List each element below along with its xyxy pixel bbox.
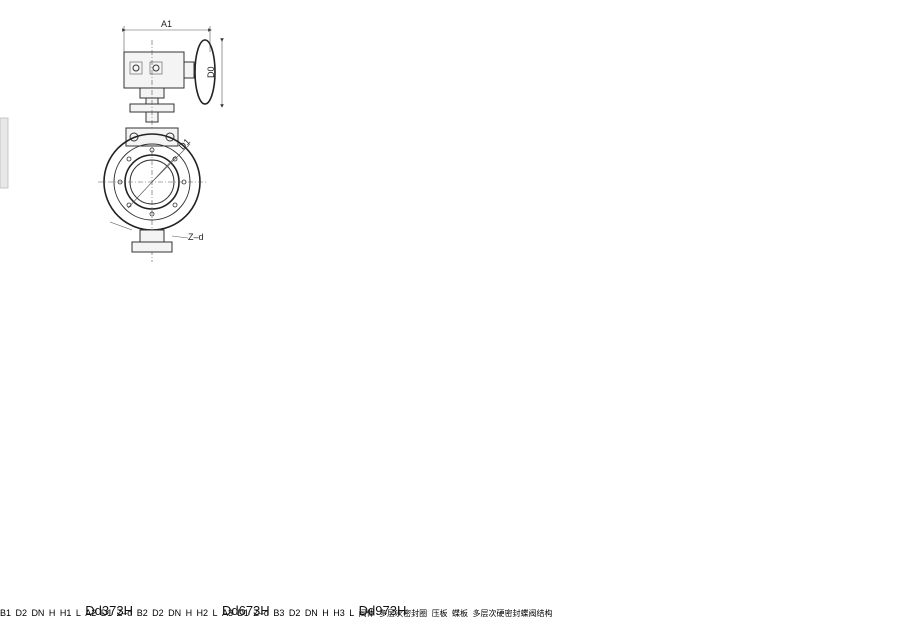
edge-artifact — [0, 117, 9, 189]
dd973h-side-view: B3 D2 DN H H3 L — [273, 603, 358, 620]
dd373h-side-view: B1 D2 DN H H1 L — [0, 603, 85, 620]
label-pressure-plate: 压板 — [431, 609, 448, 618]
dim-b2: B2 — [136, 608, 148, 618]
dim-h3: H3 — [333, 608, 345, 618]
dim-d2-a: D2 — [15, 608, 27, 618]
dim-d2-c: D2 — [288, 608, 301, 618]
dim-d1-a: D1 — [177, 136, 192, 151]
dim-l-a: L — [75, 608, 81, 618]
dim-d2-b: D2 — [152, 608, 164, 618]
dim-h-c: H — [322, 608, 329, 618]
dim-h1: H1 — [59, 608, 72, 618]
dim-d0: D0 — [206, 66, 216, 78]
model-label-dd973h: Dd973H — [358, 603, 407, 618]
dim-l-b: L — [212, 608, 218, 618]
dim-h-a: H — [48, 608, 56, 618]
dim-b1: B1 — [0, 608, 12, 618]
dim-l-c: L — [349, 608, 355, 618]
dim-h2: H2 — [196, 608, 209, 618]
dim-b3: B3 — [273, 608, 285, 618]
valve-drawing-sheet: A1 D0 — [0, 19, 552, 618]
dd373h-front-view: A1 D0 — [98, 19, 224, 262]
dim-dn-a: DN — [31, 608, 45, 618]
dim-zd-a: Z–d — [188, 232, 204, 242]
drawing-canvas: A1 D0 — [0, 19, 224, 262]
dim-dn-b: DN — [168, 608, 182, 618]
dim-a1: A1 — [161, 19, 172, 29]
dim-dn-c: DN — [304, 608, 318, 618]
dd673h-side-view: B2 D2 DN H H2 L — [137, 603, 222, 620]
dim-h-b: H — [185, 608, 193, 618]
model-label-dd373h: Dd373H — [85, 603, 133, 618]
label-butterfly-plate: 蝶板 — [452, 609, 469, 618]
model-label-dd673h: Dd673H — [221, 603, 270, 618]
detail-caption: 多层次硬密封蝶阀结构 — [472, 609, 553, 618]
